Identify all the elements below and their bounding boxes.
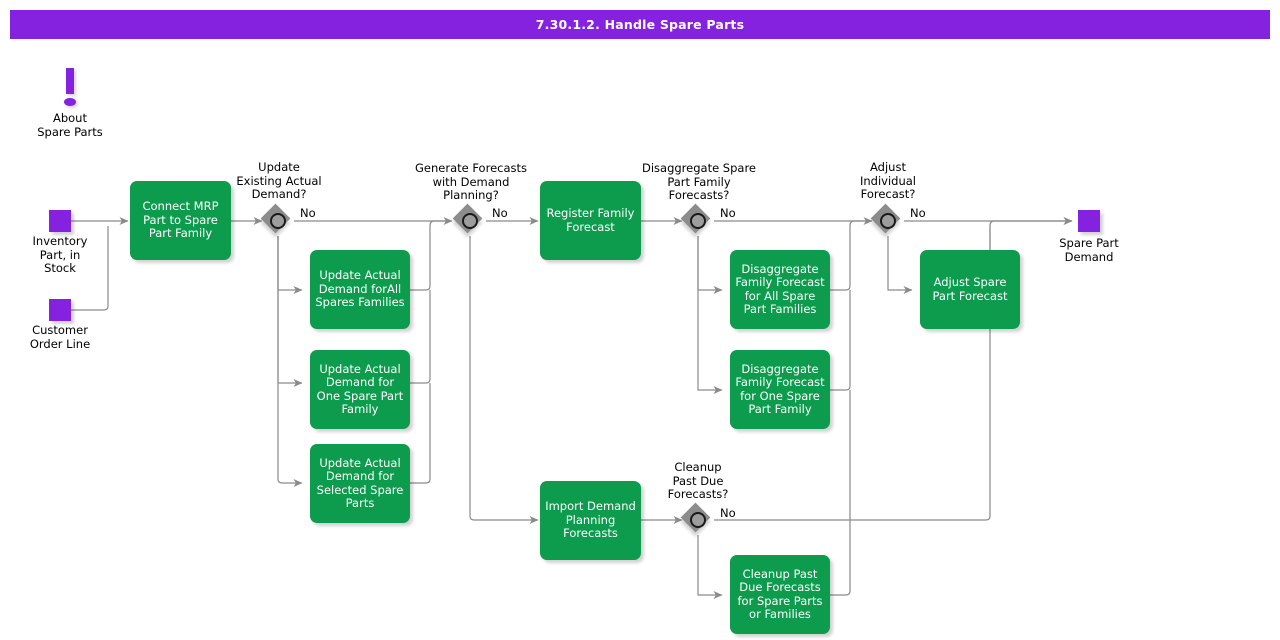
task-connect-mrp-part[interactable]: Connect MRP Part to Spare Part Family [130,181,231,260]
task-label: Adjust Spare Part Forecast [932,275,1008,303]
task-label: Disaggregate Family Forecast for One Spa… [735,361,825,416]
label-customer-order-line: Customer Order Line [29,323,91,351]
task-disaggregate-all[interactable]: Disaggregate Family Forecast for All Spa… [730,250,830,329]
task-update-actual-demand-one[interactable]: Update Actual Demand for One Spare Part … [310,350,410,429]
gateway-ring-icon [462,213,478,229]
task-label: Disaggregate Family Forecast for All Spa… [735,261,825,316]
gateway-branch-label-no-4: No [910,206,926,220]
gateway-ring-icon [880,213,896,229]
gateway-cleanup-past-due-forecasts[interactable] [680,502,713,535]
task-update-actual-demand-selected[interactable]: Update Actual Demand for Selected Spare … [310,444,410,523]
gateway-branch-label-no-2: No [492,206,508,220]
label-inventory-part-in-stock: Inventory Part, in Stock [32,234,88,275]
task-label: Import Demand Planning Forecasts [545,499,636,541]
task-register-family-forecast[interactable]: Register Family Forecast [540,181,641,260]
gateway-question-generate-forecasts: Generate Forecasts with Demand Planning? [414,161,528,202]
data-object-customer-order-line[interactable] [49,299,71,321]
gateway-question-update-existing-actual-demand: Update Existing Actual Demand? [236,160,322,201]
task-label: Update Actual Demand forAll Spares Famil… [315,268,405,310]
task-import-demand-planning[interactable]: Import Demand Planning Forecasts [540,481,641,560]
task-label: Update Actual Demand for One Spare Part … [316,361,404,416]
gateway-question-cleanup-past-due-forecasts: Cleanup Past Due Forecasts? [667,460,729,501]
gateway-branch-label-no-1: No [300,206,316,220]
label-spare-part-demand: Spare Part Demand [1059,236,1119,264]
page-title: 7.30.1.2. Handle Spare Parts [535,17,745,32]
data-object-inventory-part-in-stock[interactable] [49,210,71,232]
gateway-question-disaggregate-forecasts: Disaggregate Spare Part Family Forecasts… [641,161,757,202]
gateway-branch-label-no-3: No [720,206,736,220]
gateway-disaggregate-forecasts[interactable] [680,203,713,236]
gateway-adjust-individual-forecast[interactable] [870,203,903,236]
task-label: Register Family Forecast [546,206,635,234]
task-update-actual-demand-all[interactable]: Update Actual Demand forAll Spares Famil… [310,250,410,329]
data-object-spare-part-demand[interactable] [1078,210,1100,232]
gateway-question-adjust-individual-forecast: Adjust Individual Forecast? [859,160,916,201]
task-label: Cleanup Past Due Forecasts for Spare Par… [737,566,823,621]
task-label: Update Actual Demand for Selected Spare … [316,455,404,510]
gateway-update-existing-actual-demand[interactable] [260,203,293,236]
gateway-branch-label-no-5: No [720,506,736,520]
task-adjust-spare-part-forecast[interactable]: Adjust Spare Part Forecast [920,250,1020,329]
task-cleanup-past-due[interactable]: Cleanup Past Due Forecasts for Spare Par… [730,555,830,634]
exclamation-bar [66,68,74,94]
title-bar: 7.30.1.2. Handle Spare Parts [10,10,1270,39]
gateway-ring-icon [690,512,706,528]
task-label: Connect MRP Part to Spare Part Family [142,199,219,241]
task-disaggregate-one[interactable]: Disaggregate Family Forecast for One Spa… [730,350,830,429]
about-spare-parts-label: About Spare Parts [37,111,103,139]
exclamation-dot [64,98,76,106]
exclamation-mark-icon [62,68,78,108]
gateway-ring-icon [270,213,286,229]
gateway-generate-forecasts[interactable] [452,203,485,236]
gateway-ring-icon [690,213,706,229]
